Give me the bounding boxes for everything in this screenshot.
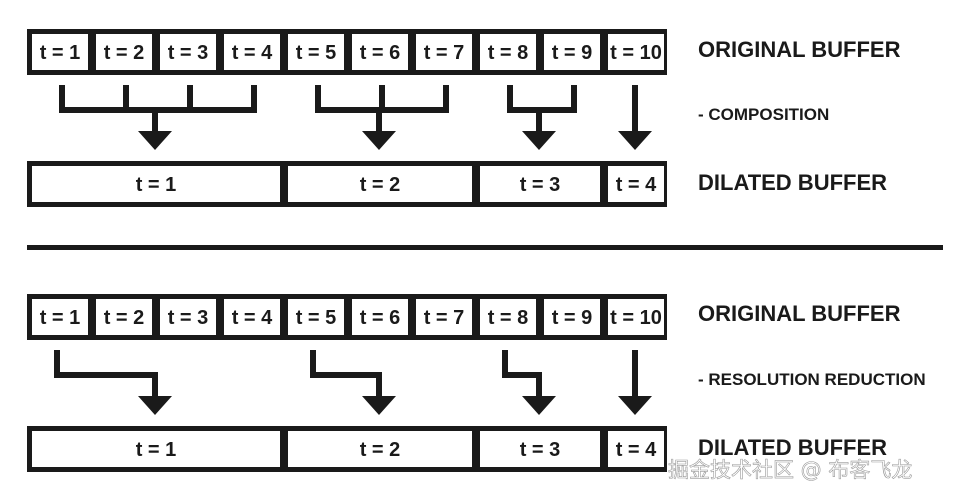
dilated-buffer: t = 1 t = 2 t = 3 t = 4 <box>27 426 667 472</box>
arrowhead <box>362 131 396 150</box>
original-cell <box>160 299 216 335</box>
dilated-buffer-label: DILATED BUFFER <box>698 170 887 195</box>
original-cell <box>608 34 664 70</box>
section-divider <box>27 245 943 250</box>
original-cell <box>224 34 280 70</box>
arrowhead <box>362 396 396 415</box>
dilated-cell-label: t = 3 <box>520 174 561 196</box>
original-cell-label: t = 7 <box>424 42 465 64</box>
operation-label: - RESOLUTION REDUCTION <box>698 370 926 389</box>
original-cell <box>96 34 152 70</box>
original-cell <box>96 299 152 335</box>
dilated-cell <box>288 166 472 202</box>
original-cell <box>288 34 344 70</box>
dilated-cell-label: t = 2 <box>360 439 401 461</box>
arrowhead <box>138 396 172 415</box>
original-buffer: t = 1 t = 2 t = 3 t = 4 t = 5 t = 6 t = 7 t = 8… <box>27 29 667 75</box>
watermark: 掘金技术社区 @ 布客飞龙 <box>668 458 912 482</box>
elbow-connector <box>310 350 382 396</box>
original-cell-label: t = 9 <box>552 42 593 64</box>
original-cell-label: t = 5 <box>296 42 337 64</box>
original-cell-label: t = 2 <box>104 307 145 329</box>
arrowhead <box>522 131 556 150</box>
original-cell-label: t = 5 <box>296 307 337 329</box>
dilated-cell <box>608 166 664 202</box>
dilated-cell-label: t = 4 <box>616 174 657 196</box>
original-cell-label: t = 10 <box>610 307 662 329</box>
original-cell <box>32 299 88 335</box>
original-cell-label: t = 8 <box>488 307 529 329</box>
dilated-cell <box>608 431 664 467</box>
composition-connectors <box>59 85 652 150</box>
original-cell <box>32 34 88 70</box>
dilated-cell <box>288 431 472 467</box>
dilated-buffer-label: DILATED BUFFER <box>698 435 887 460</box>
composition-panel: t = 1 t = 2 t = 3 t = 4 t = 5 t = 6 t = 7 t = 8… <box>27 29 901 207</box>
original-cell <box>544 34 600 70</box>
original-buffer-label: ORIGINAL BUFFER <box>698 301 901 326</box>
original-cell-label: t = 8 <box>488 42 529 64</box>
original-cell-label: t = 2 <box>104 42 145 64</box>
dilated-cell <box>32 166 280 202</box>
dilated-cell-label: t = 2 <box>360 174 401 196</box>
dilated-cell-label: t = 1 <box>136 439 177 461</box>
dilated-cell <box>480 166 600 202</box>
arrowhead <box>522 396 556 415</box>
dilated-cell <box>480 431 600 467</box>
original-cell-label: t = 1 <box>40 42 81 64</box>
original-cell-label: t = 4 <box>232 42 273 64</box>
dilated-cell <box>32 431 280 467</box>
original-cell <box>480 34 536 70</box>
original-cell <box>288 299 344 335</box>
original-cell-label: t = 10 <box>610 42 662 64</box>
original-cell-label: t = 6 <box>360 42 401 64</box>
original-cell-label: t = 4 <box>232 307 273 329</box>
elbow-connector <box>502 350 542 396</box>
original-cell-label: t = 6 <box>360 307 401 329</box>
original-cell <box>160 34 216 70</box>
original-cell-label: t = 3 <box>168 42 209 64</box>
arrowhead <box>618 396 652 415</box>
original-cell-label: t = 1 <box>40 307 81 329</box>
original-buffer: t = 1 t = 2 t = 3 t = 4 t = 5 t = 6 t = 7 t = 8… <box>27 294 667 340</box>
dilated-buffer: t = 1 t = 2 t = 3 t = 4 <box>27 161 667 207</box>
original-cell-label: t = 3 <box>168 307 209 329</box>
original-cell <box>416 299 472 335</box>
original-cell <box>352 299 408 335</box>
original-cell <box>608 299 664 335</box>
original-cell <box>352 34 408 70</box>
original-cell <box>224 299 280 335</box>
elbow-connector <box>54 350 158 396</box>
original-cell <box>416 34 472 70</box>
operation-label: - COMPOSITION <box>698 105 829 124</box>
original-cell <box>480 299 536 335</box>
dilated-cell-label: t = 1 <box>136 174 177 196</box>
original-cell <box>544 299 600 335</box>
resolution-reduction-panel: t = 1 t = 2 t = 3 t = 4 t = 5 t = 6 t = 7 t = 8… <box>27 294 926 472</box>
dilated-cell-label: t = 4 <box>616 439 657 461</box>
original-cell-label: t = 7 <box>424 307 465 329</box>
arrowhead <box>618 131 652 150</box>
dilated-cell-label: t = 3 <box>520 439 561 461</box>
arrowhead <box>138 131 172 150</box>
original-cell-label: t = 9 <box>552 307 593 329</box>
resolution-reduction-connectors <box>54 350 652 415</box>
original-buffer-label: ORIGINAL BUFFER <box>698 37 901 62</box>
